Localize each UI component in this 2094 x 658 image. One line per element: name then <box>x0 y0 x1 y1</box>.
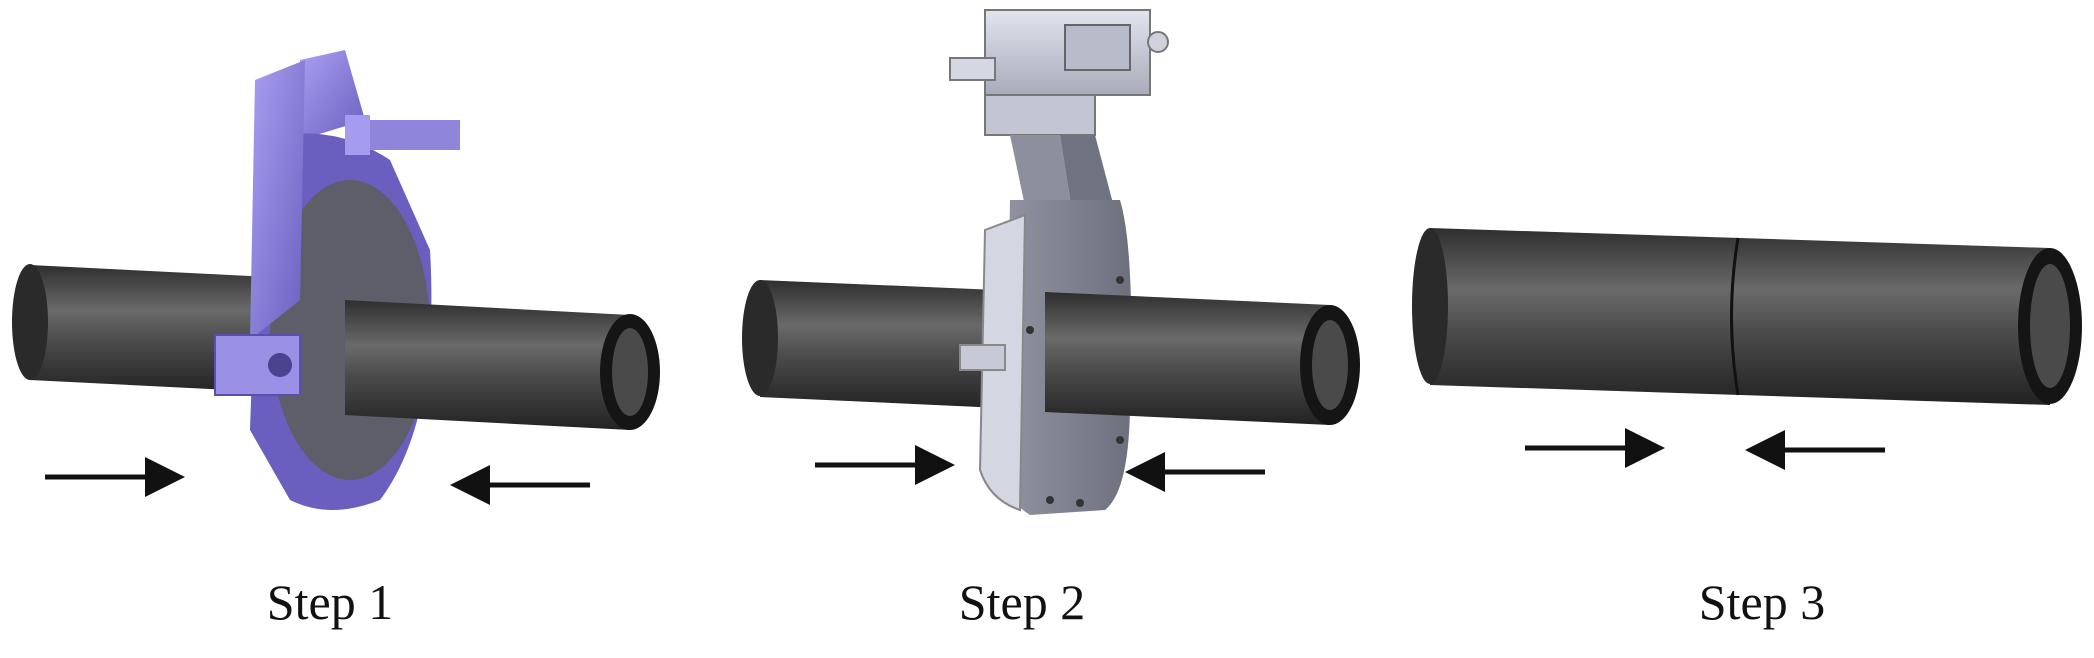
step-3-illustration <box>1412 228 2082 470</box>
joined-pipe-left-end <box>1412 228 1448 384</box>
step-3-caption: Step 3 <box>1698 574 1826 630</box>
left-pipe-end <box>12 264 48 380</box>
right-pipe <box>1045 292 1330 425</box>
fusion-seam <box>1730 237 1740 396</box>
joined-pipe <box>1430 228 2050 405</box>
left-pipe-end <box>742 280 778 396</box>
step-1-caption: Step 1 <box>266 574 394 630</box>
right-pipe <box>345 300 630 430</box>
heater-plate-tool <box>949 9 1169 515</box>
left-pipe <box>760 280 1045 410</box>
step-2-caption: Step 2 <box>958 574 1086 630</box>
step-1-illustration <box>12 50 660 511</box>
step-2-illustration <box>742 9 1360 515</box>
clamp-facer-tool <box>214 50 460 511</box>
